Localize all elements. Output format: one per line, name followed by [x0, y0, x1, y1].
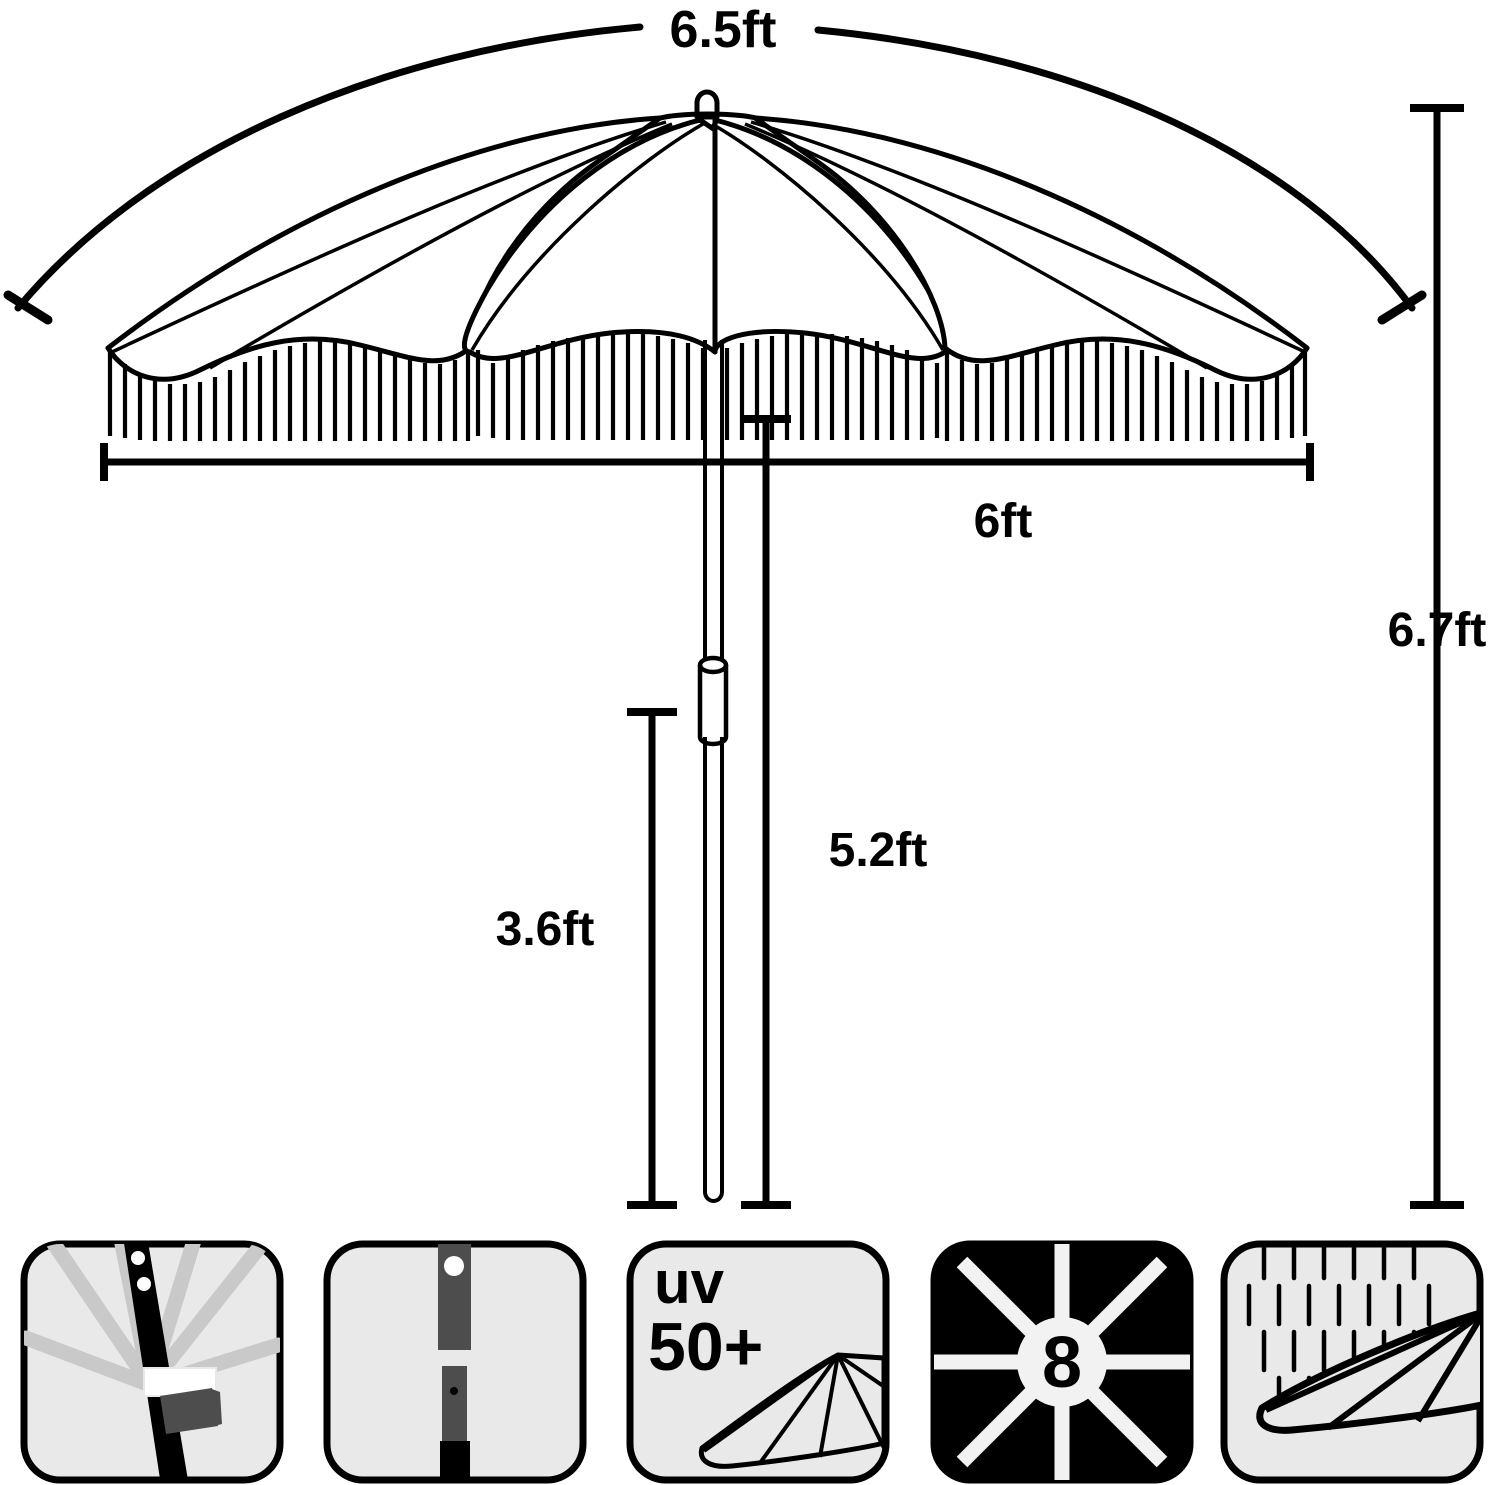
pole-clearance-dimension: 3.6ft — [496, 708, 677, 1209]
tilt-hub-runner — [160, 1388, 218, 1434]
pole-base-segment — [440, 1441, 470, 1480]
canopy-seam-right-inner — [744, 122, 1208, 370]
rib-count-label: 8 — [1042, 1323, 1082, 1403]
water-resistant-icon — [1220, 1240, 1484, 1484]
uv-label-bottom: 50+ — [648, 1309, 763, 1385]
canopy-seam-right — [750, 120, 1306, 354]
pole-upper-tube — [438, 1244, 471, 1350]
canopy-width-dimension: 6ft — [100, 443, 1314, 548]
tilt-hub-hole-upper — [131, 1251, 145, 1265]
tilt-hub-hole-lower — [137, 1277, 151, 1291]
arc-right-endcap — [1377, 290, 1427, 325]
umbrella-pole — [697, 340, 729, 1203]
water-resistant-umbrella-ribs — [1264, 1309, 1480, 1431]
canopy-seam-midright — [711, 122, 945, 351]
total-height-label: 6.7ft — [1388, 604, 1487, 657]
umbrella-canopy — [105, 89, 1310, 441]
pole-lower-shaft — [703, 737, 724, 1203]
uv-label-top: uv — [654, 1249, 725, 1316]
uv-umbrella-ribs — [702, 1353, 886, 1465]
rib-count-icon: 8 — [930, 1240, 1194, 1484]
canopy-height-dimension: 5.2ft — [741, 415, 928, 1209]
uv-umbrella-shape — [698, 1352, 886, 1469]
canopy-finial — [694, 89, 720, 120]
arc-left-segment — [14, 23, 644, 312]
pole-tilt-joint-top-arc — [697, 664, 729, 675]
rib-count-hub — [1017, 1317, 1107, 1407]
canopy-panel-midright-outer — [712, 117, 954, 361]
arc-left-endcap — [3, 290, 53, 325]
canopy-arc-label: 6.5ft — [670, 1, 777, 59]
tilt-hub-runner-lever — [212, 1389, 222, 1426]
uv-protection-icon: uv 50+ — [626, 1240, 890, 1484]
pole-push-button-upper — [444, 1256, 464, 1276]
canopy-seam-left — [111, 120, 667, 354]
pole-lower-tube — [442, 1366, 467, 1450]
canopy-seam-left-inner — [209, 122, 673, 370]
canopy-panel-right-outer — [752, 115, 1310, 382]
pole-push-button-lower — [450, 1387, 458, 1395]
arc-right-segment — [814, 26, 1416, 312]
canopy-width-label: 6ft — [974, 495, 1033, 548]
canopy-top-ridge — [652, 111, 765, 123]
canopy-arc-dimension: 6.5ft — [3, 1, 1427, 325]
canopy-height-label: 5.2ft — [829, 824, 928, 877]
canopy-seam-midleft — [470, 122, 704, 351]
tilt-hub-icon — [20, 1240, 284, 1484]
pole-clearance-label: 3.6ft — [496, 903, 595, 956]
telescoping-pole-icon — [323, 1240, 587, 1484]
total-height-dimension: 6.7ft — [1388, 104, 1487, 1209]
